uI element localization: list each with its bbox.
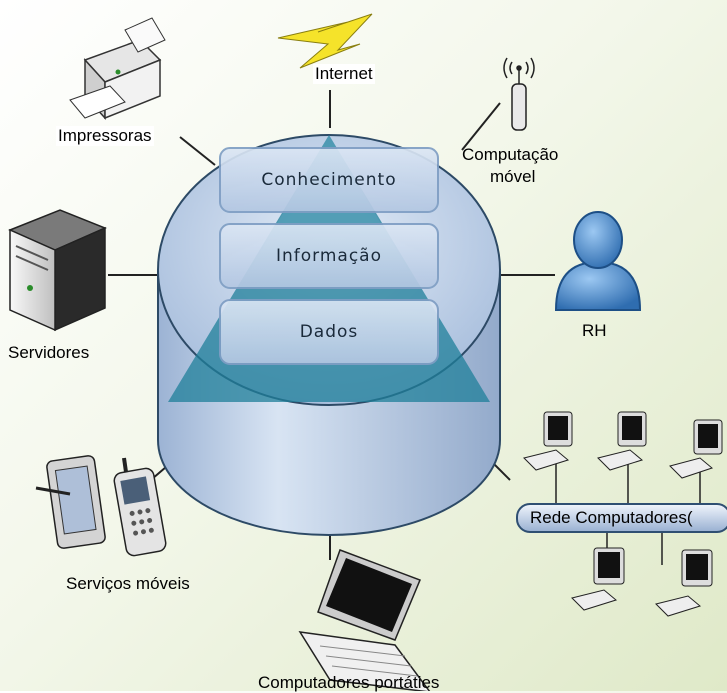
label-network: Rede Computadores(: [530, 508, 693, 527]
lightning-icon: [277, 13, 373, 69]
tier-box-information: [219, 223, 439, 289]
server-icon: [8, 209, 107, 332]
label-laptops: Computadores portáties: [258, 673, 440, 692]
person-icon: [554, 211, 642, 311]
phone-icon: [113, 457, 167, 557]
computer-network-icons: [523, 411, 723, 617]
label-mobile-services: Serviços móveis: [66, 574, 190, 593]
computer-icon: [523, 411, 573, 471]
tier-label-knowledge: Conhecimento: [261, 170, 397, 190]
tier-label-data: Dados: [299, 322, 359, 342]
central-database-cylinder: [157, 134, 501, 536]
laptop-icon: [298, 549, 431, 691]
tier-box-knowledge: [219, 147, 439, 213]
tablet-icon: [35, 455, 106, 549]
label-hr: RH: [582, 321, 607, 340]
tier-box-data: [219, 299, 439, 365]
label-internet: Internet: [313, 64, 375, 84]
antenna-icon: [503, 57, 535, 131]
computer-icon: [669, 419, 723, 479]
label-printers: Impressoras: [56, 126, 154, 146]
network-bus: Rede Computadores(: [516, 503, 727, 533]
label-servers: Servidores: [8, 343, 90, 362]
computer-icon: [655, 549, 713, 617]
computer-icon: [571, 547, 625, 611]
printer-icon: [69, 17, 166, 120]
computer-icon: [597, 411, 647, 471]
label-mobile-computing-2: móvel: [490, 167, 536, 186]
tier-label-information: Informação: [275, 246, 382, 266]
label-mobile-computing-1: Computação: [462, 145, 559, 164]
